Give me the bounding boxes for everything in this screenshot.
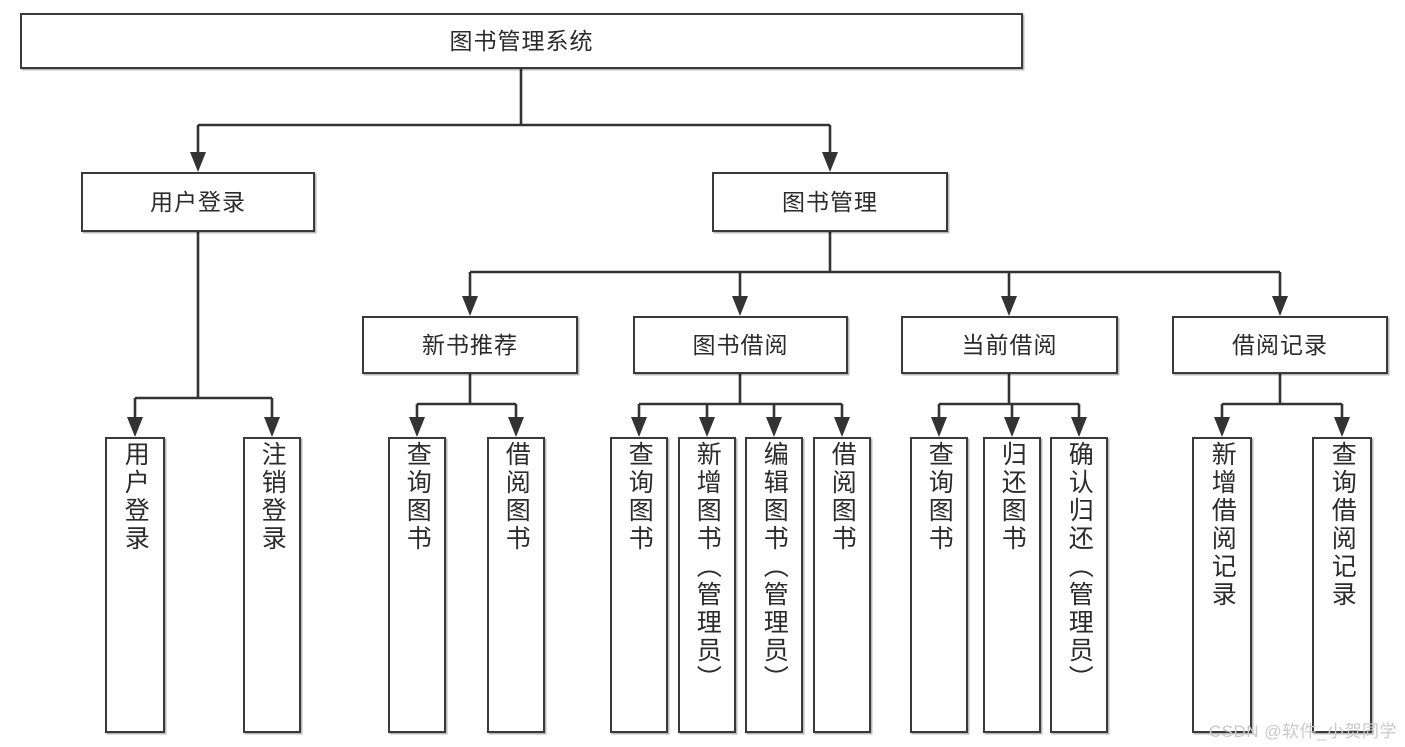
node-user-login-label: 用户登录 bbox=[150, 188, 246, 215]
node-leaf-add-book-label: 新增图书（管理员） bbox=[693, 441, 722, 693]
node-leaf-confirm-return[interactable]: 确认归还（管理员） bbox=[1050, 437, 1108, 733]
node-leaf-query-book-2[interactable]: 查询图书 bbox=[610, 437, 668, 733]
node-leaf-borrow-book-2-label: 借阅图书 bbox=[828, 441, 857, 553]
node-leaf-query-book-1[interactable]: 查询图书 bbox=[388, 437, 446, 733]
node-leaf-user-login[interactable]: 用户登录 bbox=[105, 437, 165, 733]
node-leaf-query-book-3-label: 查询图书 bbox=[925, 441, 954, 553]
node-user-login[interactable]: 用户登录 bbox=[81, 172, 315, 232]
node-root-label: 图书管理系统 bbox=[449, 27, 594, 54]
node-leaf-borrow-book-2[interactable]: 借阅图书 bbox=[813, 437, 871, 733]
node-new-book-recommend-label: 新书推荐 bbox=[422, 331, 518, 358]
node-borrow-record[interactable]: 借阅记录 bbox=[1172, 316, 1388, 374]
node-leaf-query-book-3[interactable]: 查询图书 bbox=[910, 437, 968, 733]
node-leaf-query-book-1-label: 查询图书 bbox=[403, 441, 432, 553]
node-borrow-record-label: 借阅记录 bbox=[1232, 331, 1328, 358]
node-leaf-borrow-book-1[interactable]: 借阅图书 bbox=[487, 437, 545, 733]
node-leaf-user-logout-label: 注销登录 bbox=[258, 441, 287, 553]
node-book-manage[interactable]: 图书管理 bbox=[712, 172, 948, 232]
node-leaf-user-login-label: 用户登录 bbox=[121, 441, 150, 553]
node-book-borrow-label: 图书借阅 bbox=[692, 331, 789, 358]
node-current-borrow[interactable]: 当前借阅 bbox=[901, 316, 1118, 374]
node-current-borrow-label: 当前借阅 bbox=[961, 331, 1058, 358]
node-leaf-query-record-label: 查询借阅记录 bbox=[1328, 441, 1357, 609]
node-leaf-borrow-book-1-label: 借阅图书 bbox=[502, 441, 531, 553]
node-leaf-edit-book[interactable]: 编辑图书（管理员） bbox=[745, 437, 803, 733]
node-leaf-query-record[interactable]: 查询借阅记录 bbox=[1312, 437, 1372, 733]
node-leaf-edit-book-label: 编辑图书（管理员） bbox=[760, 441, 789, 693]
node-root[interactable]: 图书管理系统 bbox=[20, 13, 1023, 69]
node-leaf-confirm-return-label: 确认归还（管理员） bbox=[1065, 441, 1094, 693]
node-leaf-return-book-label: 归还图书 bbox=[998, 441, 1027, 553]
node-leaf-add-record[interactable]: 新增借阅记录 bbox=[1192, 437, 1252, 733]
node-leaf-add-record-label: 新增借阅记录 bbox=[1208, 441, 1237, 609]
node-new-book-recommend[interactable]: 新书推荐 bbox=[362, 316, 578, 374]
node-leaf-user-logout[interactable]: 注销登录 bbox=[243, 437, 301, 733]
node-book-manage-label: 图书管理 bbox=[782, 188, 878, 215]
node-leaf-query-book-2-label: 查询图书 bbox=[625, 441, 654, 553]
watermark-text: CSDN @软件_小贺同学 bbox=[1208, 722, 1397, 741]
node-leaf-add-book[interactable]: 新增图书（管理员） bbox=[678, 437, 736, 733]
node-book-borrow[interactable]: 图书借阅 bbox=[633, 316, 848, 374]
node-leaf-return-book[interactable]: 归还图书 bbox=[983, 437, 1041, 733]
